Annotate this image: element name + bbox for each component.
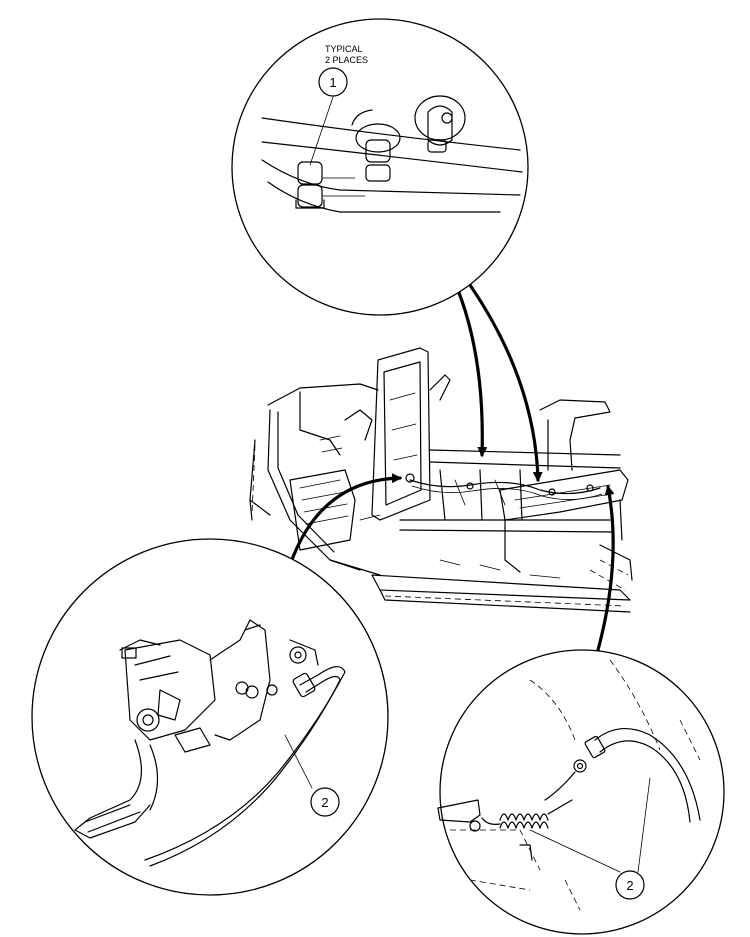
callout-number-2-right: 2	[626, 878, 633, 893]
callout-number-1: 1	[329, 75, 336, 90]
callout-circle-1	[318, 67, 348, 97]
detail-view-bottom-right: 2	[437, 649, 725, 935]
leader-arrows	[288, 283, 615, 652]
note-typical-line1: TYPICAL	[325, 44, 363, 54]
detail-view-bottom-left: 2	[31, 538, 389, 896]
callout-number-2-left: 2	[321, 795, 328, 810]
callout-circle-2-left	[310, 787, 340, 817]
note-typical-line2: 2 PLACES	[325, 55, 368, 65]
detail-view-top: 1 TYPICAL 2 PLACES	[231, 18, 529, 316]
vehicle-frame	[249, 347, 633, 613]
callout-circle-2-right	[615, 870, 645, 900]
